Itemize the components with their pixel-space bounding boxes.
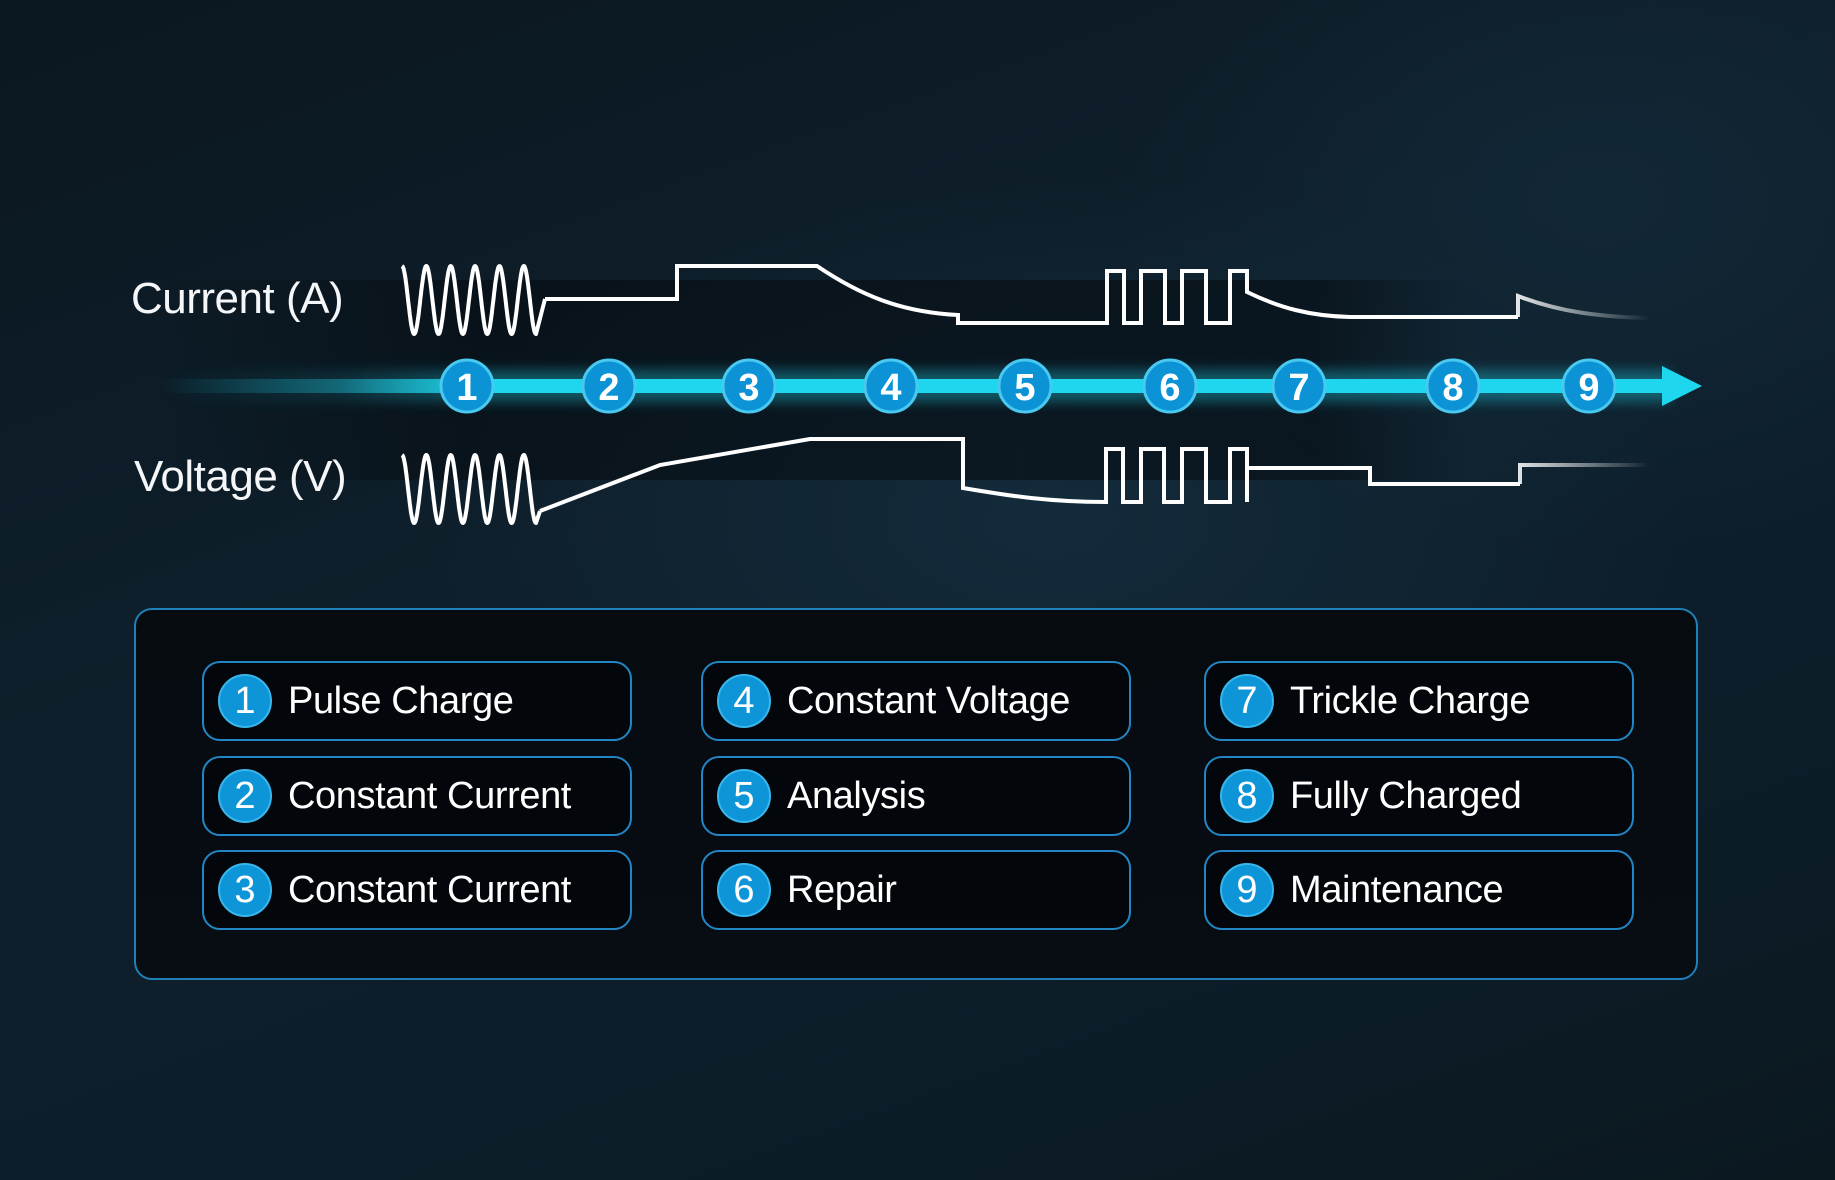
legend-item-7: 7 Trickle Charge <box>1204 661 1634 741</box>
stage-name: Constant Voltage <box>787 679 1071 722</box>
stage-node-number: 2 <box>598 367 619 409</box>
stage-node-9: 9 <box>1561 358 1617 414</box>
stage-node-number: 4 <box>880 367 901 409</box>
stage-node-circle <box>581 358 637 414</box>
stage-name: Repair <box>787 868 897 911</box>
stage-node-circle <box>439 358 495 414</box>
legend-item-2: 2 Constant Current <box>202 756 632 836</box>
voltage-trace <box>539 437 1520 513</box>
stage-nodes: 1 2 3 4 5 6 7 8 9 <box>439 358 1617 414</box>
voltage-sine-wave <box>400 453 542 525</box>
stage-name: Pulse Charge <box>288 679 514 722</box>
stage-node-8: 8 <box>1425 358 1481 414</box>
stage-number-badge: 4 <box>717 674 771 728</box>
stage-name: Fully Charged <box>1290 774 1522 817</box>
stage-name: Trickle Charge <box>1290 679 1531 722</box>
current-trace <box>545 264 1518 325</box>
stage-node-number: 1 <box>456 367 477 409</box>
stage-node-number: 6 <box>1159 367 1180 409</box>
stage-number-badge: 8 <box>1220 769 1274 823</box>
legend-item-3: 3 Constant Current <box>202 850 632 930</box>
stage-node-number: 7 <box>1288 367 1309 409</box>
stage-node-number: 9 <box>1578 367 1599 409</box>
stage-number-badge: 5 <box>717 769 771 823</box>
stage-name: Maintenance <box>1290 868 1504 911</box>
voltage-axis-label: Voltage (V) <box>134 452 347 501</box>
stage-node-number: 5 <box>1014 367 1035 409</box>
legend-item-8: 8 Fully Charged <box>1204 756 1634 836</box>
stage-node-circle <box>1425 358 1481 414</box>
stage-node-circle <box>1142 358 1198 414</box>
legend-item-1: 1 Pulse Charge <box>202 661 632 741</box>
current-sine-wave <box>400 264 547 336</box>
stage-name: Constant Current <box>288 868 571 911</box>
legend-item-6: 6 Repair <box>701 850 1131 930</box>
current-trace-tail <box>1516 293 1651 320</box>
arrow-right-icon <box>1662 366 1702 406</box>
stage-name: Analysis <box>787 774 926 817</box>
stage-node-number: 8 <box>1442 367 1463 409</box>
stage-legend: 1 Pulse Charge 2 Constant Current 3 Cons… <box>134 608 1698 980</box>
current-axis-label: Current (A) <box>131 274 344 323</box>
legend-item-5: 5 Analysis <box>701 756 1131 836</box>
stage-node-circle <box>721 358 777 414</box>
stage-number-badge: 1 <box>218 674 272 728</box>
stage-node-5: 5 <box>997 358 1053 414</box>
stage-node-circle <box>863 358 919 414</box>
charging-diagram: 1 2 3 4 5 6 7 8 9 <box>160 264 1702 525</box>
stage-node-3: 3 <box>721 358 777 414</box>
stage-node-circle <box>1271 358 1327 414</box>
stage-node-6: 6 <box>1142 358 1198 414</box>
stage-number-badge: 3 <box>218 863 272 917</box>
stage-node-circle <box>1561 358 1617 414</box>
voltage-trace-tail <box>1518 463 1650 484</box>
stage-node-number: 3 <box>738 367 759 409</box>
legend-item-4: 4 Constant Voltage <box>701 661 1131 741</box>
legend-item-9: 9 Maintenance <box>1204 850 1634 930</box>
stage-node-2: 2 <box>581 358 637 414</box>
stage-node-4: 4 <box>863 358 919 414</box>
stage-number-badge: 2 <box>218 769 272 823</box>
stage-node-7: 7 <box>1271 358 1327 414</box>
stage-name: Constant Current <box>288 774 571 817</box>
stage-node-circle <box>997 358 1053 414</box>
stage-number-badge: 7 <box>1220 674 1274 728</box>
stage-number-badge: 6 <box>717 863 771 917</box>
stage-node-1: 1 <box>439 358 495 414</box>
stage-number-badge: 9 <box>1220 863 1274 917</box>
